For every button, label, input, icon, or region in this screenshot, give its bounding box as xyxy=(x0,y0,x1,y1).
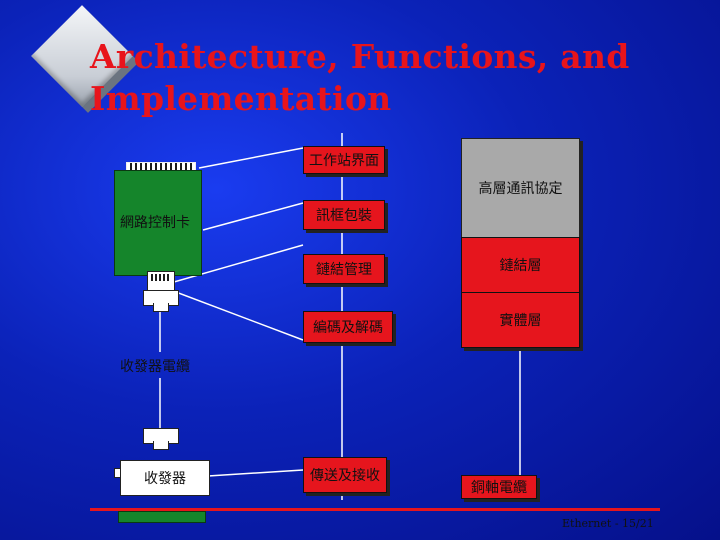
nic-to-workstation-line xyxy=(198,147,304,169)
transceiver-box: 收發器 xyxy=(120,460,210,496)
encoding-decoding-box: 編碼及解碼 xyxy=(303,311,393,343)
frame-encapsulation-box: 訊框包裝 xyxy=(303,200,385,230)
link-layer-label: 鏈結層 xyxy=(499,258,542,274)
nic-to-frame-line xyxy=(202,202,304,231)
transceiver-to-transmit-line xyxy=(207,469,304,477)
title-line-2: Implementation xyxy=(90,79,392,118)
transmit-receive-box: 傳送及接收 xyxy=(303,457,387,493)
upper-protocols-label: 高層通訊協定 xyxy=(478,181,563,197)
footer-page-number: 15/21 xyxy=(622,517,654,530)
transceiver-label: 收發器 xyxy=(144,471,186,487)
link-layer-box: 鏈結層 xyxy=(461,237,580,293)
port-to-link-line xyxy=(159,244,304,287)
network-card xyxy=(114,170,202,276)
slide-title: Architecture, Functions, and Implementat… xyxy=(90,36,630,120)
encoding-decoding-label: 編碼及解碼 xyxy=(313,320,383,336)
physical-layer-box: 實體層 xyxy=(461,292,580,348)
transmit-receive-label: 傳送及接收 xyxy=(310,468,380,484)
workstation-interface-label: 工作站界面 xyxy=(309,153,379,169)
link-management-box: 鏈結管理 xyxy=(303,254,385,284)
cable-connector-top-neck-icon xyxy=(153,303,169,312)
nic-port-icon xyxy=(147,271,175,291)
coax-cable-label: 銅軸電纜 xyxy=(471,480,527,496)
upper-protocols-box: 高層通訊協定 xyxy=(461,138,580,238)
link-management-label: 鏈結管理 xyxy=(316,262,372,278)
transceiver-base-plate xyxy=(118,511,206,523)
physical-layer-label: 實體層 xyxy=(499,313,542,329)
cable-label: 收發器電纜 xyxy=(120,359,190,375)
cable-connector-bottom-neck-icon xyxy=(153,441,169,450)
coax-cable-box: 銅軸電纜 xyxy=(461,475,537,499)
footer-divider xyxy=(90,508,660,511)
nic-label: 網路控制卡 xyxy=(120,215,190,231)
title-line-1: Architecture, Functions, and xyxy=(90,37,630,76)
port-to-encoding-line xyxy=(159,285,304,341)
footer-source: Ethernet - xyxy=(562,517,619,530)
workstation-interface-box: 工作站界面 xyxy=(303,146,385,174)
frame-encapsulation-label: 訊框包裝 xyxy=(316,208,372,224)
